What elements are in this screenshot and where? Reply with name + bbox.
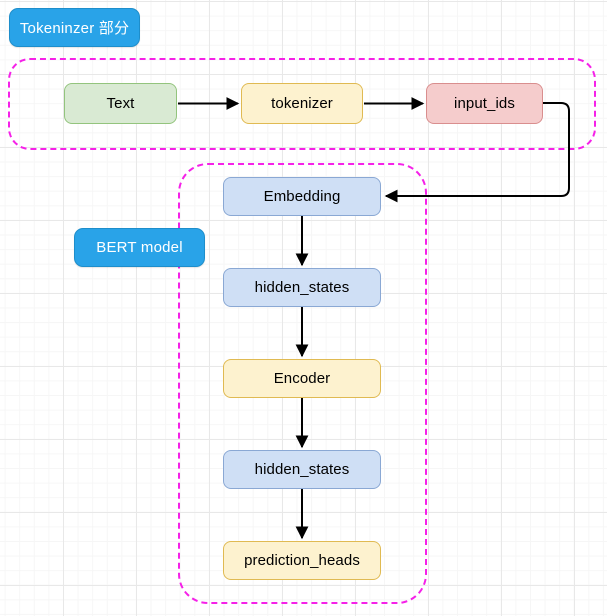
node-hidden-states-2[interactable]: hidden_states bbox=[223, 450, 381, 489]
group-container-bert-model bbox=[178, 163, 427, 604]
node-embedding[interactable]: Embedding bbox=[223, 177, 381, 216]
node-hidden-states-1[interactable]: hidden_states bbox=[223, 268, 381, 307]
node-input-ids[interactable]: input_ids bbox=[426, 83, 543, 124]
node-prediction-heads[interactable]: prediction_heads bbox=[223, 541, 381, 580]
node-encoder[interactable]: Encoder bbox=[223, 359, 381, 398]
node-tokenizer[interactable]: tokenizer bbox=[241, 83, 363, 124]
node-text[interactable]: Text bbox=[64, 83, 177, 124]
group-label-bert-model[interactable]: BERT model bbox=[74, 228, 205, 267]
group-container-tokenizer bbox=[8, 58, 596, 150]
group-label-tokenizer[interactable]: Tokeninzer 部分 bbox=[9, 8, 140, 47]
